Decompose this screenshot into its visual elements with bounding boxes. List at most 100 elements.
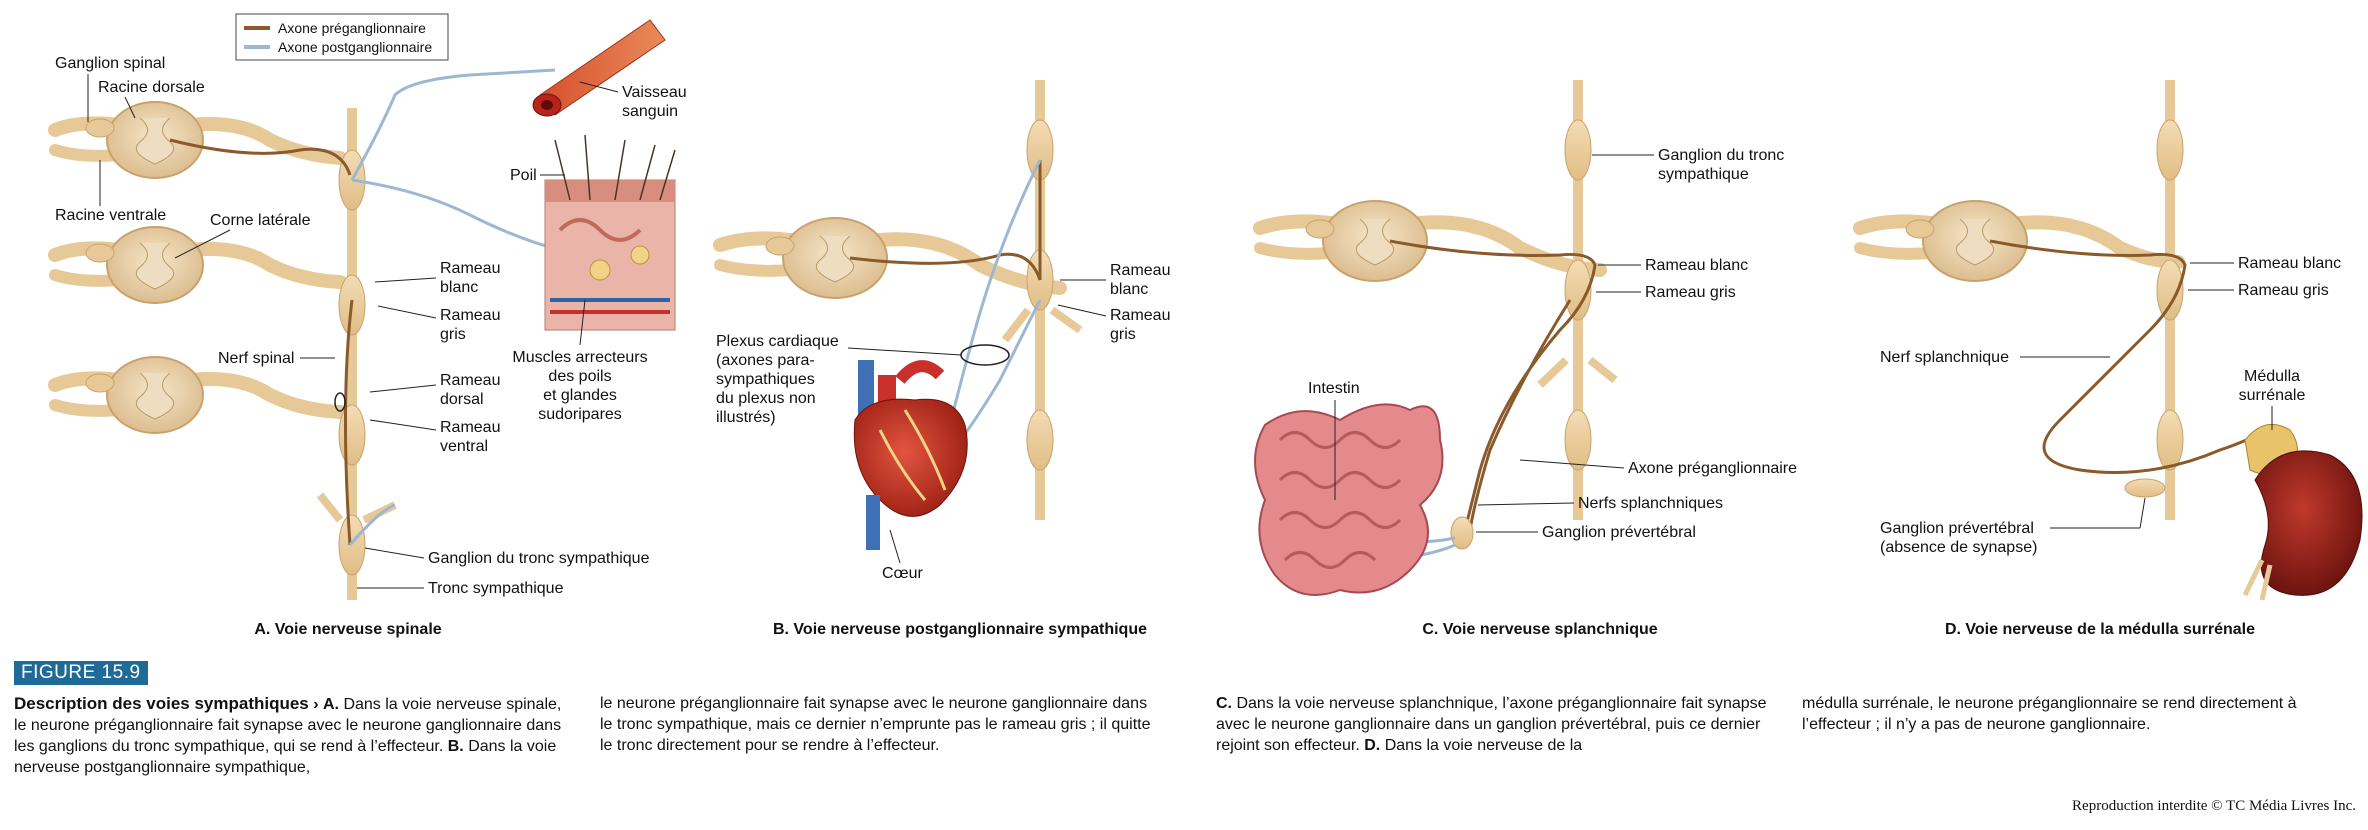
label-intestin: Intestin [1308,380,1360,397]
copyright-notice: Reproduction interdite © TC Média Livres… [2072,798,2356,814]
legend-postganglionic-label: Axone postganglionnaire [278,39,432,55]
description-text-d: Dans la voie nerveuse de la [1380,737,1583,754]
description-title: Description des voies sympathiques [14,694,309,713]
label-rameau-blanc-d: Rameau blanc [2238,255,2341,272]
label-nerfs-splanch: Nerfs splanchniques [1578,495,1723,512]
label-muscles-4: sudoripares [538,406,622,423]
caption-panel-c: C. Voie nerveuse splanchnique [1422,621,1657,638]
leader-rameau-blanc-a [374,277,437,283]
leader-coeur [889,529,901,564]
label-rameau-blanc-a-1: Rameau [440,260,500,277]
spinal-cord-segment-2 [48,226,347,304]
description-column-1: Description des voies sympathiques › A. … [14,693,574,778]
label-rameau-ventral-2: ventral [440,438,488,455]
preganglionic-axon-b [849,252,1042,281]
description-arrow: › [313,696,319,713]
description-marker-d: D. [1364,737,1381,754]
description-text-d-cont: médulla surrénale, le neurone préganglio… [1802,695,2297,733]
legend-box [235,13,449,61]
preganglionic-axon-c-2 [1468,299,1572,531]
spinal-cord-d [1853,200,2185,282]
label-nerf-splanch-d: Nerf splanchnique [1880,349,2009,366]
sympathetic-trunk-c [1537,80,1618,520]
label-rameau-dorsal-1: Rameau [440,372,500,389]
label-rameau-gris-a-1: Rameau [440,307,500,324]
label-rameau-gris-b-2: gris [1110,326,1136,343]
preganglionic-axon-c [1389,239,1597,531]
preganglionic-axon-d [1989,239,2266,474]
leader-racine-dorsale [124,96,136,119]
label-ganglion-tronc-c-1: Ganglion du tronc [1658,147,1784,164]
label-rameau-blanc-c: Rameau blanc [1645,257,1748,274]
label-ganglion-tronc-a: Ganglion du tronc sympathique [428,550,650,567]
label-coeur: Cœur [882,565,924,582]
label-plexus-4: du plexus non [716,390,816,407]
leader-corne-laterale [174,229,231,259]
label-rameau-gris-d: Rameau gris [2238,282,2329,299]
label-vaisseau-1: Vaisseau [622,84,687,101]
leader-axone-pre-c [1519,459,1625,469]
spinal-cord-c [1253,200,1607,282]
caption-panel-a: A. Voie nerveuse spinale [254,621,441,638]
legend-preganglionic-label: Axone préganglionnaire [278,20,426,36]
label-rameau-blanc-b-1: Rameau [1110,262,1170,279]
description-column-2: le neurone préganglionnaire fait synapse… [600,693,1160,756]
preganglionic-axon-a [169,138,352,176]
label-tronc-sympathique: Tronc sympathique [428,580,564,597]
label-rameau-blanc-a-2: blanc [440,279,478,296]
leader-rameau-gris-a [377,305,437,319]
leader-ganglion-tronc-a [364,547,425,559]
description-text-b: Dans la voie nerveuse postganglionnaire … [14,738,557,776]
description-column-4: médulla surrénale, le neurone préganglio… [1802,693,2362,735]
figure-badge: FIGURE 15.9 [14,661,148,685]
label-plexus-1: Plexus cardiaque [716,333,839,350]
sympathetic-trunk-b [1001,80,1083,520]
spinal-cord-segment-1 [48,101,347,179]
leader-muscles [579,299,586,346]
intestine-illustration [1254,403,1444,596]
label-rameau-dorsal-2: dorsal [440,391,484,408]
description-text-a: Dans la voie nerveuse spinale, le neuron… [14,696,562,755]
leader-rameau-gris-b [1057,304,1107,317]
panel-d: Rameau blanc Rameau gris Nerf splanchniq… [1853,80,2363,638]
label-racine-dorsale: Racine dorsale [98,79,205,96]
description-text-b-cont: le neurone préganglionnaire fait synapse… [600,695,1151,754]
kidney-adrenal-illustration [2242,423,2363,601]
heart-illustration [853,360,968,550]
leader-rameau-dorsal [369,384,437,393]
label-plexus-3: sympathiques [716,371,815,388]
description-column-3: C. Dans la voie nerveuse splanchnique, l… [1216,693,1776,756]
label-ganglion-tronc-c-2: sympathique [1658,166,1749,183]
description-marker-a: A. [323,696,339,713]
description-text-c: Dans la voie nerveuse splanchnique, l’ax… [1216,695,1767,754]
leader-plexus [847,347,962,356]
label-rameau-ventral-1: Rameau [440,419,500,436]
panel-b: Rameau blanc Rameau gris Plexus cardiaqu… [713,80,1170,638]
label-medulla-2: surrénale [2239,387,2306,404]
description-marker-b: B. [447,738,464,755]
label-poil: Poil [510,167,537,184]
label-ganglion-prev-c: Ganglion prévertébral [1542,524,1696,541]
label-rameau-gris-b-1: Rameau [1110,307,1170,324]
label-racine-ventrale: Racine ventrale [55,207,166,224]
legend: Axone préganglionnaire Axone postganglio… [235,13,449,61]
label-rameau-blanc-b-2: blanc [1110,281,1148,298]
label-muscles-3: et glandes [543,387,617,404]
skin-block [544,134,676,331]
nerf-spinal-marker [334,392,346,412]
spinal-cord-b [713,217,1067,299]
prevertebral-ganglion-c [1450,516,1474,550]
postganglionic-axon-a-lower [348,503,396,546]
label-plexus-5: illustrés) [716,409,776,426]
label-nerf-spinal: Nerf spinal [218,350,294,367]
label-muscles-1: Muscles arrecteurs [512,349,647,366]
label-axone-pre-c: Axone préganglionnaire [1628,460,1797,477]
leader-ganglion-prev-d-2 [2139,497,2146,529]
label-ganglion-prev-d-2: (absence de synapse) [1880,539,2037,556]
label-plexus-2: (axones para- [716,352,815,369]
description-marker-c: C. [1216,695,1232,712]
label-ganglion-prev-d-1: Ganglion prévertébral [1880,520,2034,537]
panel-c: Ganglion du tronc sympathique Rameau bla… [1253,80,1797,638]
postganglionic-axon-a-vessel [350,68,556,181]
